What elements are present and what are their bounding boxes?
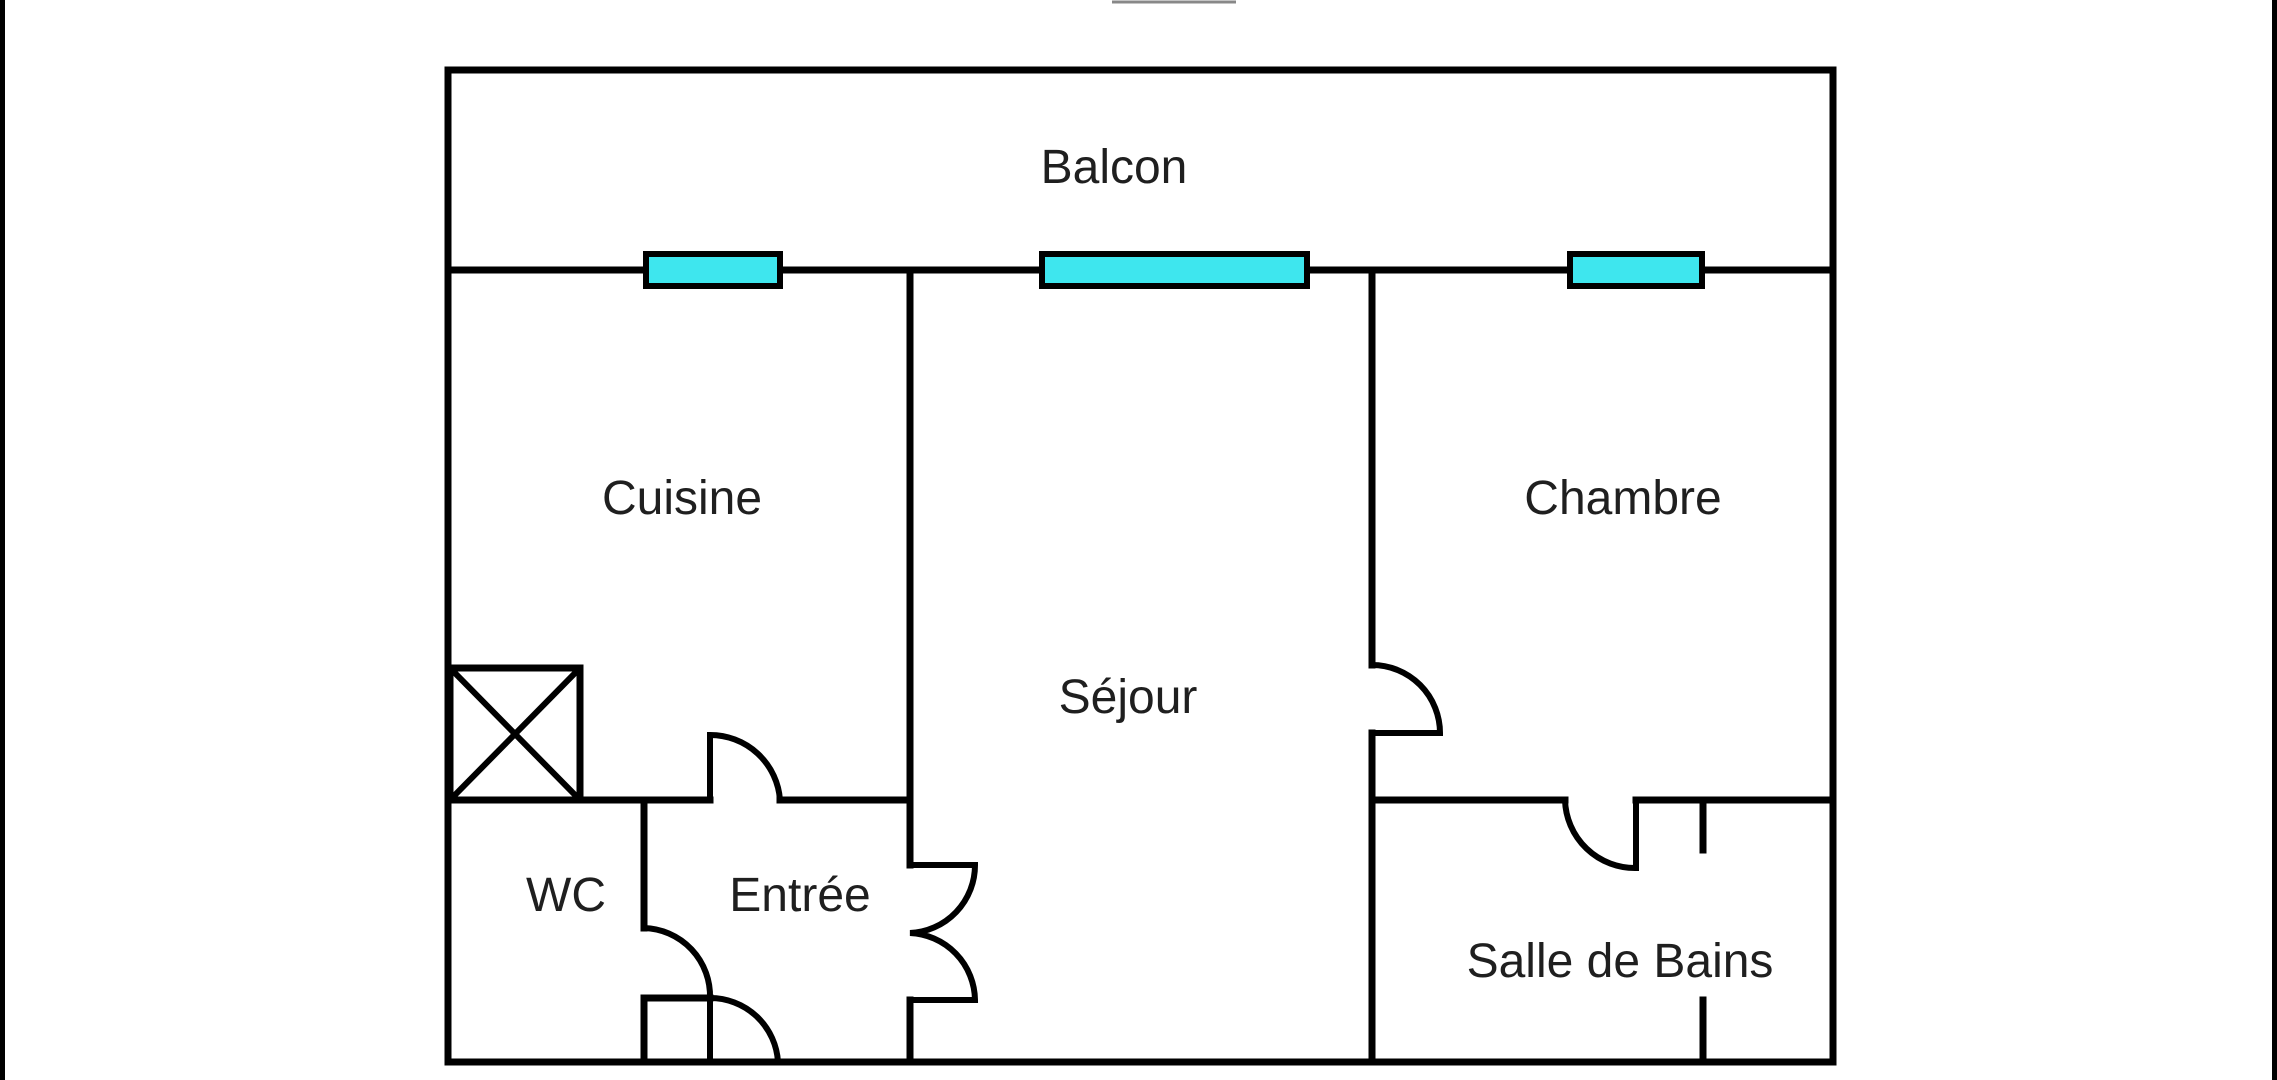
kitchen-window: [643, 251, 783, 289]
bathroom-door: [1562, 799, 1639, 872]
bedroom-window: [1567, 251, 1705, 289]
room-label-wc: WC: [526, 869, 606, 922]
living-room-window: [1039, 251, 1310, 289]
room-label-sejour: Séjour: [1059, 671, 1198, 724]
ventilation-shaft: [446, 664, 584, 804]
room-label-chambre: Chambre: [1524, 472, 1721, 525]
outer-walls: [444, 66, 1837, 1066]
kitchen-door: [707, 731, 783, 801]
room-label-entree: Entrée: [729, 869, 870, 922]
wc-door: [643, 925, 714, 999]
room-label-balcon: Balcon: [1041, 141, 1188, 194]
room-label-cuisine: Cuisine: [602, 472, 762, 525]
bedroom-door: [1371, 662, 1444, 736]
room-label-salle-de-bains: Salle de Bains: [1467, 935, 1774, 988]
doors: [643, 662, 1639, 1063]
sejour-double-door: [909, 862, 979, 1003]
room-labels: Balcon Cuisine Chambre Séjour WC Entrée …: [526, 141, 1773, 988]
entrance-door: [709, 994, 781, 1063]
balcony-wall: [444, 251, 1837, 289]
